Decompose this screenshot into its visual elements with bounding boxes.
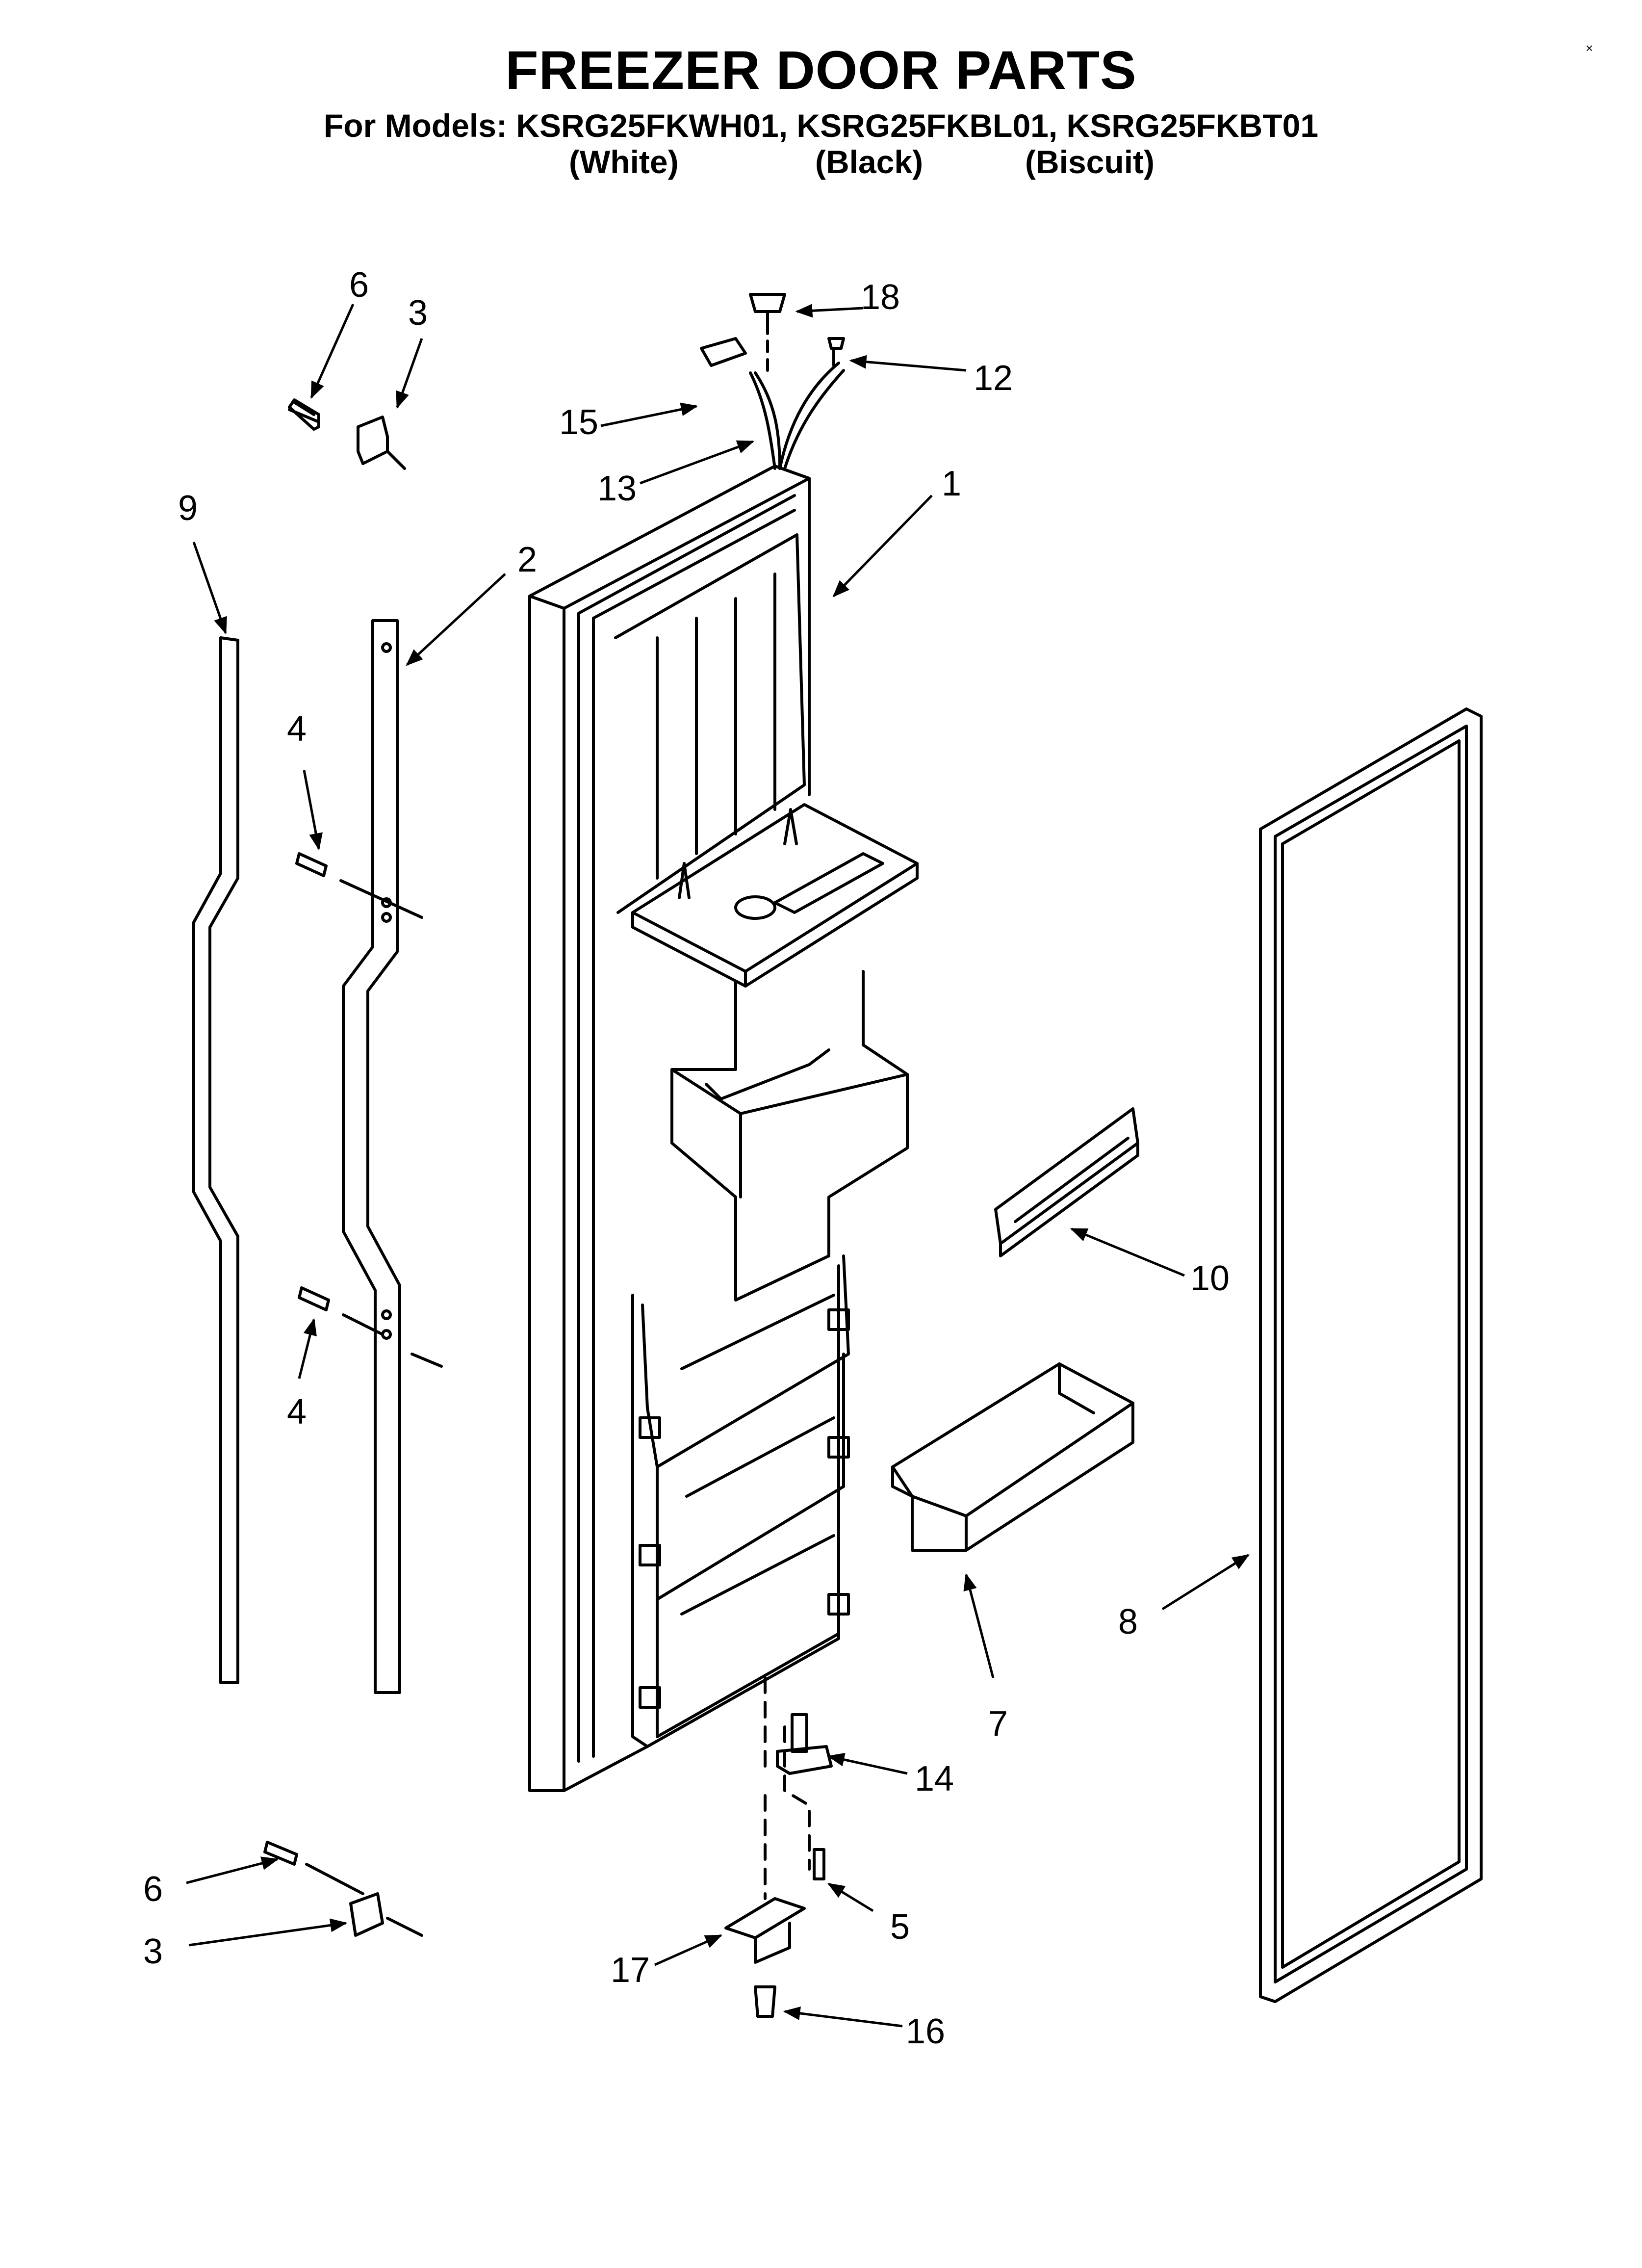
callout-16: 16	[906, 2012, 945, 2051]
leader-lines	[186, 303, 1250, 2028]
callout-8: 8	[1118, 1602, 1138, 1642]
part-7-bin	[891, 1362, 1134, 1552]
model-list: For Models: KSRG25FKWH01, KSRG25FKBL01, …	[323, 107, 1319, 144]
page-title: FREEZER DOOR PARTS	[505, 40, 1137, 101]
callout-15: 15	[559, 403, 598, 442]
callout-4-top: 4	[287, 709, 307, 749]
part-1-door	[528, 465, 919, 1792]
callout-9: 9	[178, 489, 198, 528]
part-14-5-17-16-hinge	[724, 1676, 833, 2018]
callout-3-bottom: 3	[143, 1932, 163, 1971]
part-10-trim	[994, 1107, 1139, 1257]
callout-10: 10	[1190, 1259, 1230, 1298]
callout-7: 7	[988, 1704, 1008, 1744]
part-9-strip	[192, 636, 239, 1684]
callout-6-bottom: 6	[143, 1870, 163, 1909]
part-12-13-15-18-wiring	[700, 293, 845, 470]
callout-6-top: 6	[349, 265, 369, 305]
part-2-bar	[342, 619, 401, 1694]
callout-5: 5	[890, 1907, 910, 1947]
callout-14: 14	[915, 1759, 954, 1799]
part-4-screws	[295, 852, 443, 1368]
callout-4-bottom: 4	[287, 1392, 307, 1432]
callout-labels: 1 2 3 3 4 4 5 6 6 7 8 9 10 12 13 14 15 1…	[143, 265, 1230, 2051]
callout-3-top: 3	[408, 293, 428, 333]
callout-12: 12	[974, 359, 1013, 398]
variant-black: (Black)	[815, 144, 924, 180]
callout-2: 2	[517, 540, 537, 579]
callout-13: 13	[597, 469, 637, 508]
callout-18: 18	[861, 278, 900, 317]
callout-17: 17	[611, 1951, 650, 1990]
part-3-6-lower	[263, 1841, 423, 1937]
part-3-6-upper	[288, 398, 406, 470]
variant-white: (White)	[569, 144, 679, 180]
variant-biscuit: (Biscuit)	[1025, 144, 1155, 180]
part-8-gasket	[1259, 707, 1483, 2003]
callout-1: 1	[942, 464, 961, 503]
corner-mark: ×	[1586, 41, 1593, 55]
